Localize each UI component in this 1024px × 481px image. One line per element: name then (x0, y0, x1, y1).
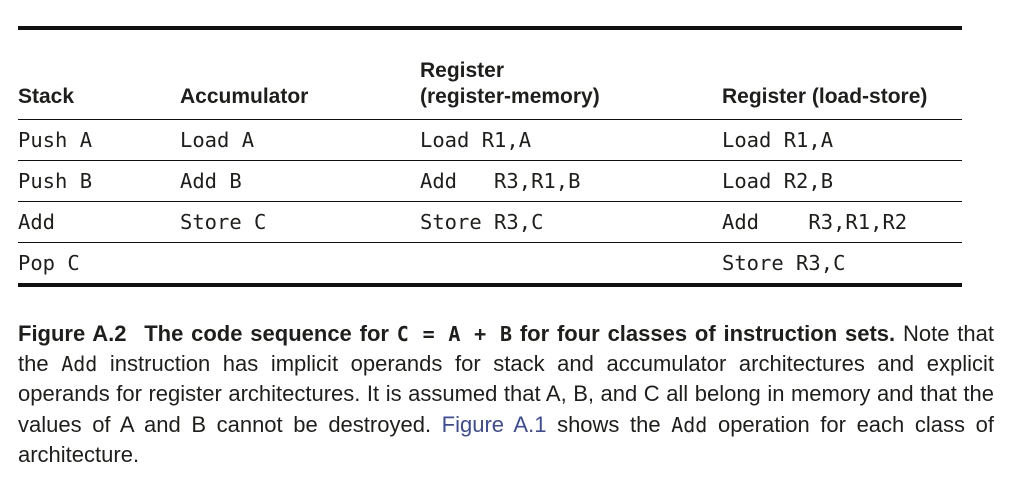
caption-title-pre: The code sequence for (144, 321, 389, 346)
table-cell: Load R1,A (420, 119, 722, 161)
table-cell: Add B (180, 160, 420, 202)
table-cell: Add R3,R1,R2 (722, 201, 962, 243)
caption-add-mnemonic: Add (61, 352, 98, 377)
caption-note-part1: Note that the (18, 321, 994, 377)
figure-a1-crossref-link[interactable]: Figure A.1 (441, 411, 547, 437)
table-cell: Store R3,C (420, 201, 722, 243)
table-cell (420, 243, 722, 286)
table-cell: Store R3,C (722, 251, 846, 275)
caption-note-part2: instruction has implicit operands for st… (18, 351, 994, 437)
caption-note-part3: shows the (557, 411, 661, 437)
table-cell: Load R1,A (722, 119, 962, 161)
table-cell: Pop C (18, 251, 80, 275)
figure-caption: Figure A.2 The code sequence for C = A +… (18, 319, 994, 470)
column-header-register-memory-line1: Register (420, 59, 505, 82)
table-cell (180, 243, 420, 286)
table-row: Push A Load A Load R1,A Load R1,A (18, 119, 962, 161)
column-header-register-memory: Register (register-memory) (420, 28, 722, 120)
column-header-register-load-store: Register (load-store) (722, 28, 962, 120)
column-header-register-memory-line2: (register-memory) (420, 85, 600, 108)
column-header-stack: Stack (18, 28, 180, 120)
figure-label: Figure A.2 (18, 321, 127, 346)
caption-note-part4: operation for each class of architecture… (18, 411, 994, 467)
instruction-set-code-table: Stack Accumulator Register (register-mem… (18, 26, 962, 287)
table-cell: Store C (180, 201, 420, 243)
caption-add-mnemonic: Add (671, 412, 708, 437)
table-cell: Load R2,B (722, 160, 962, 202)
table-row: Pop C Store R3,C (18, 243, 962, 286)
table-cell: Push A (18, 119, 180, 161)
table-cell: Add (18, 201, 180, 243)
table-cell: Push B (18, 160, 180, 202)
column-header-accumulator: Accumulator (180, 28, 420, 120)
table-header-row: Stack Accumulator Register (register-mem… (18, 28, 962, 120)
table-cell: Load A (180, 119, 420, 161)
caption-code-expression: C = A + B (396, 322, 512, 346)
table-cell: Add R3,R1,B (420, 160, 722, 202)
table-row: Add Store C Store R3,C Add R3,R1,R2 (18, 201, 962, 243)
caption-title-post: for four classes of instruction sets. (519, 321, 896, 346)
table-row: Push B Add B Add R3,R1,B Load R2,B (18, 160, 962, 202)
